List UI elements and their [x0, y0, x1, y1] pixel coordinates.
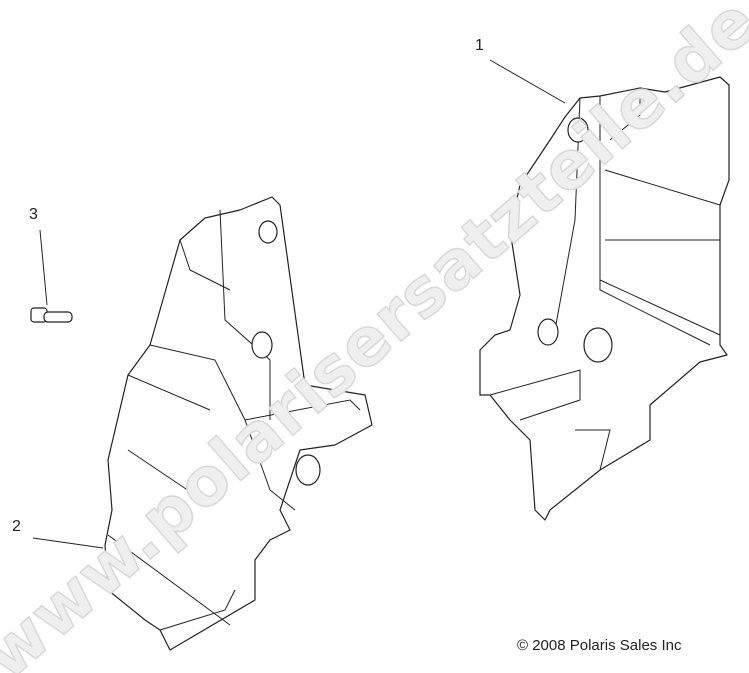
copyright-text: © 2008 Polaris Sales Inc	[517, 637, 682, 654]
grommet-icon	[537, 318, 559, 346]
callout-3: 3	[29, 206, 38, 223]
part-1-bracket	[479, 59, 730, 521]
callout-1: 1	[475, 37, 484, 54]
part-3-rivet	[30, 229, 73, 323]
callout-2: 2	[12, 518, 21, 535]
part-2-bracket	[32, 196, 373, 651]
